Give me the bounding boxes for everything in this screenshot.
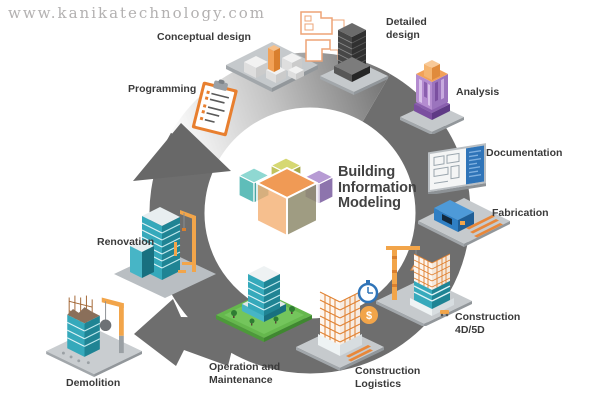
stage-label-detailed-design: Detailed design: [386, 16, 427, 41]
svg-text:$: $: [366, 310, 372, 322]
stage-label-renovation: Renovation: [97, 236, 155, 248]
demolition-branch-arrow-icon: [134, 299, 240, 366]
stage-label-documentation: Documentation: [486, 147, 563, 159]
cycle-arrowhead-icon: [133, 123, 231, 181]
stage-label-construction-logistics: Construction Logistics: [355, 365, 421, 390]
detailed-design-icon: [300, 11, 388, 95]
renovation-icon: [114, 207, 216, 298]
bim-cube-logo-icon: [238, 157, 334, 237]
stage-label-operation-maintenance: Operation and Maintenance: [209, 361, 281, 386]
documentation-icon: [428, 143, 486, 194]
stage-label-conceptual-design: Conceptual design: [157, 31, 251, 43]
bim-title: Building Information Modeling: [338, 164, 417, 211]
tree-icons: [231, 306, 295, 326]
construction-logistics-icon: $: [296, 280, 384, 371]
dollar-coin-icon: [360, 306, 378, 324]
analysis-icon: [400, 60, 464, 134]
watermark: www.kanikatechnology.com: [8, 4, 267, 22]
operation-maintenance-icon: [216, 266, 312, 342]
programming-icon: [191, 79, 238, 137]
stage-label-demolition: Demolition: [66, 377, 121, 389]
construction-4d5d-icon: [376, 246, 472, 326]
fabrication-icon: [418, 198, 510, 247]
stage-label-fabrication: Fabrication: [492, 207, 549, 219]
stage-label-analysis: Analysis: [456, 86, 500, 98]
stage-label-programming: Programming: [128, 83, 197, 95]
conceptual-design-icon: [226, 42, 318, 92]
wrecking-ball-icon: [99, 319, 112, 332]
demolition-icon: [46, 295, 142, 378]
stage-label-construction-4d5d: Construction 4D/5D: [455, 311, 521, 336]
